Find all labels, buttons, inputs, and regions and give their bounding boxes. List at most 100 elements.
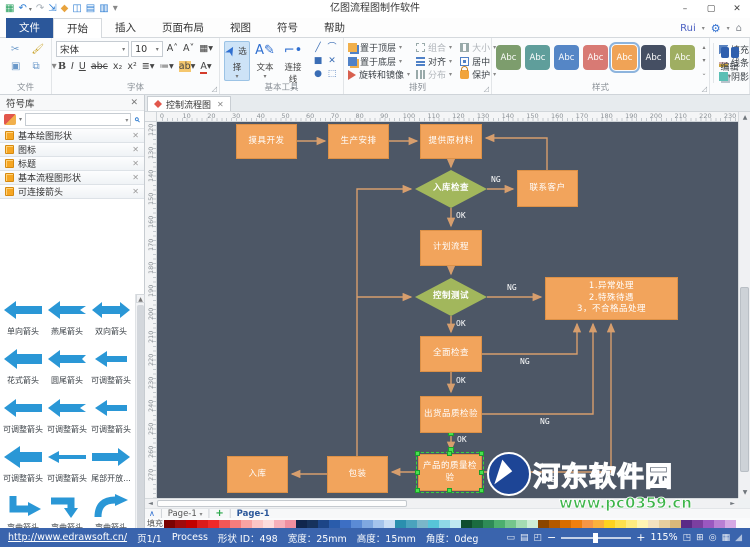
palette-color[interactable] [417,519,428,529]
palette-color[interactable] [307,519,318,529]
category-基本流程图形状[interactable]: 基本流程图形状✕ [0,171,144,185]
symbol-弯曲箭头[interactable]: 弯曲箭头 [46,493,88,533]
connector-tool-button[interactable]: ⌐•连接线▾ [280,41,306,92]
palette-color[interactable] [296,519,307,529]
palette-color[interactable] [252,519,263,529]
selection-handle[interactable] [415,451,420,456]
palette-color[interactable] [725,519,736,529]
category-close-icon[interactable]: ✕ [132,173,139,182]
palette-color[interactable] [450,519,461,529]
palette-color[interactable] [318,519,329,529]
presentation-view-icon[interactable]: ◰ [533,532,543,543]
palette-color[interactable] [175,519,186,529]
palette-color[interactable] [373,519,384,529]
category-close-icon[interactable]: ✕ [132,131,139,140]
copy-icon[interactable]: ⧉ [32,61,40,72]
palette-color[interactable] [714,519,725,529]
symbol-可调整箭头[interactable]: 可调整箭头 [46,444,88,484]
selection-handle[interactable] [479,469,484,475]
flow-node-计划流程[interactable]: 计划流程 [420,230,482,266]
search-icon[interactable]: ⌕ [134,114,140,125]
shrink-font-icon[interactable]: A˅ [183,43,195,54]
palette-color[interactable] [516,519,527,529]
palette-color[interactable] [648,519,659,529]
symbol-尾部开放...[interactable]: 尾部开放... [90,444,132,484]
italic-button[interactable]: I [71,61,74,72]
style-swatch-3[interactable]: Abc [554,45,579,70]
fit-page-icon[interactable]: ⊞ [696,532,704,543]
flow-node-出货品质检验[interactable]: 出货品质检验 [420,396,482,433]
protect-button[interactable]: 保护▾ [460,66,496,82]
crop-tool-icon[interactable]: ⬚ [327,69,337,79]
palette-color[interactable] [593,519,604,529]
line-button[interactable]: 线条▾ [719,57,750,69]
selection-handle[interactable] [479,488,484,493]
palette-color[interactable] [340,519,351,529]
symbol-search-input[interactable]: ▾ [25,113,132,126]
add-page-button[interactable]: + [215,508,224,519]
send-to-back-button[interactable]: 置于底层▾ [348,55,410,69]
style-dialog-launcher-icon[interactable]: ◿ [701,85,707,93]
category-基本绘图形状[interactable]: 基本绘图形状✕ [0,129,144,143]
menu-tab-文件[interactable]: 文件 [6,18,53,38]
selection-handle[interactable] [447,451,452,456]
palette-color[interactable] [241,519,252,529]
palette-color[interactable] [483,519,494,529]
vertical-scroll-thumb[interactable] [740,287,749,472]
scroll-down-icon[interactable]: ▼ [742,489,748,496]
flow-node-联系客户[interactable]: 联系客户 [517,170,578,207]
category-标题[interactable]: 标题✕ [0,157,144,171]
fit-window-icon[interactable]: ◳ [682,532,692,543]
preview-icon[interactable]: ▥ [99,3,109,14]
symbol-library-close-icon[interactable]: ✕ [130,97,138,108]
scroll-up-icon[interactable]: ▲ [136,294,145,303]
palette-color[interactable] [329,519,340,529]
line-tool-icon[interactable]: ╱ [315,43,321,53]
symbol-双向箭头[interactable]: 双向箭头 [90,297,132,337]
symbol-圆尾箭头[interactable]: 圆尾箭头 [46,346,88,386]
palette-color[interactable] [351,519,362,529]
palette-color[interactable] [692,519,703,529]
palette-color[interactable] [615,519,626,529]
palette-color[interactable] [384,519,395,529]
horizontal-scroll-thumb[interactable] [157,500,407,507]
palette-color[interactable] [439,519,450,529]
shadow-button[interactable]: 阴影▾ [719,70,750,83]
font-color-button[interactable]: A▾ [200,61,212,74]
menu-tab-开始[interactable]: 开始 [53,18,102,39]
highlight-button[interactable]: ab▾ [178,61,196,72]
category-close-icon[interactable]: ✕ [132,187,139,196]
arrange-dialog-launcher-icon[interactable]: ◿ [483,85,489,93]
save-icon[interactable]: ◫ [72,3,82,14]
strikethrough-button[interactable]: abc [90,61,108,72]
selection-handle[interactable] [447,488,452,493]
scroll-right-icon[interactable]: ► [730,500,735,507]
symbol-单向箭头[interactable]: 单向箭头 [2,297,44,337]
font-family-select[interactable]: 宋体▾ [56,41,130,57]
flow-node-1.异常处理[interactable]: 1.异常处理 2.特殊待遇 3，不合格品处理 [545,277,678,320]
palette-color[interactable] [219,519,230,529]
symbol-可调整箭头[interactable]: 可调整箭头 [46,395,88,435]
bring-to-front-button[interactable]: 置于顶层▾ [348,41,410,55]
collapse-pagebar-icon[interactable]: ∧ [149,509,155,518]
palette-color[interactable] [208,519,219,529]
flow-node-入库[interactable]: 入库 [227,456,288,493]
palette-color[interactable] [186,519,197,529]
app-icon[interactable]: ▦ [5,3,15,14]
symbol-可调整箭头[interactable]: 可调整箭头 [2,444,44,484]
category-close-icon[interactable]: ✕ [132,159,139,168]
paste-caret-icon[interactable]: ▾ [51,61,57,72]
pan-zoom-icon[interactable]: ◎ [708,532,717,543]
zoom-slider[interactable] [561,532,632,543]
menu-tab-帮助[interactable]: 帮助 [324,22,345,34]
grid-icon[interactable]: ▦ [721,532,731,543]
sidebar-scrollbar[interactable]: ▲ ▼ [135,294,145,547]
export-icon[interactable]: ◆ [60,3,69,14]
minimize-button[interactable]: – [682,4,688,14]
palette-color[interactable] [263,519,274,529]
palette-color[interactable] [505,519,516,529]
import-icon[interactable]: ⇲ [48,3,57,14]
document-tab[interactable]: 控制流程图 ✕ [147,96,231,111]
symbol-弯曲箭头[interactable]: 弯曲箭头 [2,493,44,533]
